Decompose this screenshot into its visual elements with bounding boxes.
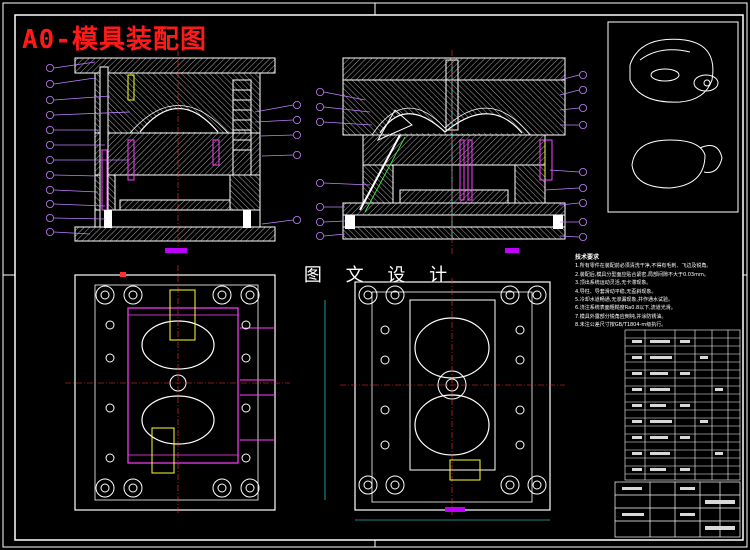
bom-table [624, 329, 741, 481]
technical-note: 2.装配后,模具分型面应贴合紧密,局部间隙不大于0.03mm。 [575, 271, 709, 278]
bom-table-cells [632, 340, 723, 471]
technical-note: 7.模具外露部分锐角应倒钝,并涂防锈油。 [575, 313, 667, 320]
watermark-text: 图 文 设 计 [303, 265, 457, 286]
technical-note: 8.未注公差尺寸按GB/T1804-m级执行。 [575, 322, 667, 329]
technical-note: 5.冷却水道畅通,无渗漏现象,并作通水试验。 [575, 297, 673, 304]
balloons-right [315, 71, 588, 241]
balloons-left [46, 61, 301, 236]
part-sketch-box [607, 21, 739, 213]
sheet-frame-inner [14, 14, 744, 541]
technical-notes-title: 技术要求 [575, 254, 600, 261]
title-block [614, 481, 741, 538]
plan-right-bolts [358, 285, 547, 495]
section-view-right [342, 50, 566, 255]
technical-note: 3.顶出系统运动灵活,无卡滞现象。 [575, 280, 652, 287]
technical-notes: 技术要求 1.所有零件在装配前必须清洗干净,不得有毛刺、飞边及锐角。 2.装配后… [575, 254, 735, 330]
title-block-cells [622, 487, 735, 530]
technical-note: 4.导柱、导套滑动平稳,无歪斜现象。 [575, 288, 657, 295]
part-sketch-1 [629, 38, 719, 103]
plan-left-bolts [95, 285, 260, 498]
technical-note: 1.所有零件在装配前必须清洗干净,不得有毛刺、飞边及锐角。 [575, 263, 712, 270]
part-sketch-2 [631, 139, 723, 189]
watermark-badge: 图 文 设 计 [300, 255, 460, 293]
section-view-left [74, 50, 276, 253]
plan-view-left [65, 265, 290, 515]
technical-note: 6.浇注系统表面粗糙度Ra0.8以下,流道光滑。 [575, 305, 676, 312]
plan-view-right [324, 278, 565, 521]
drawing-title: A0-模具装配图 [22, 25, 207, 55]
